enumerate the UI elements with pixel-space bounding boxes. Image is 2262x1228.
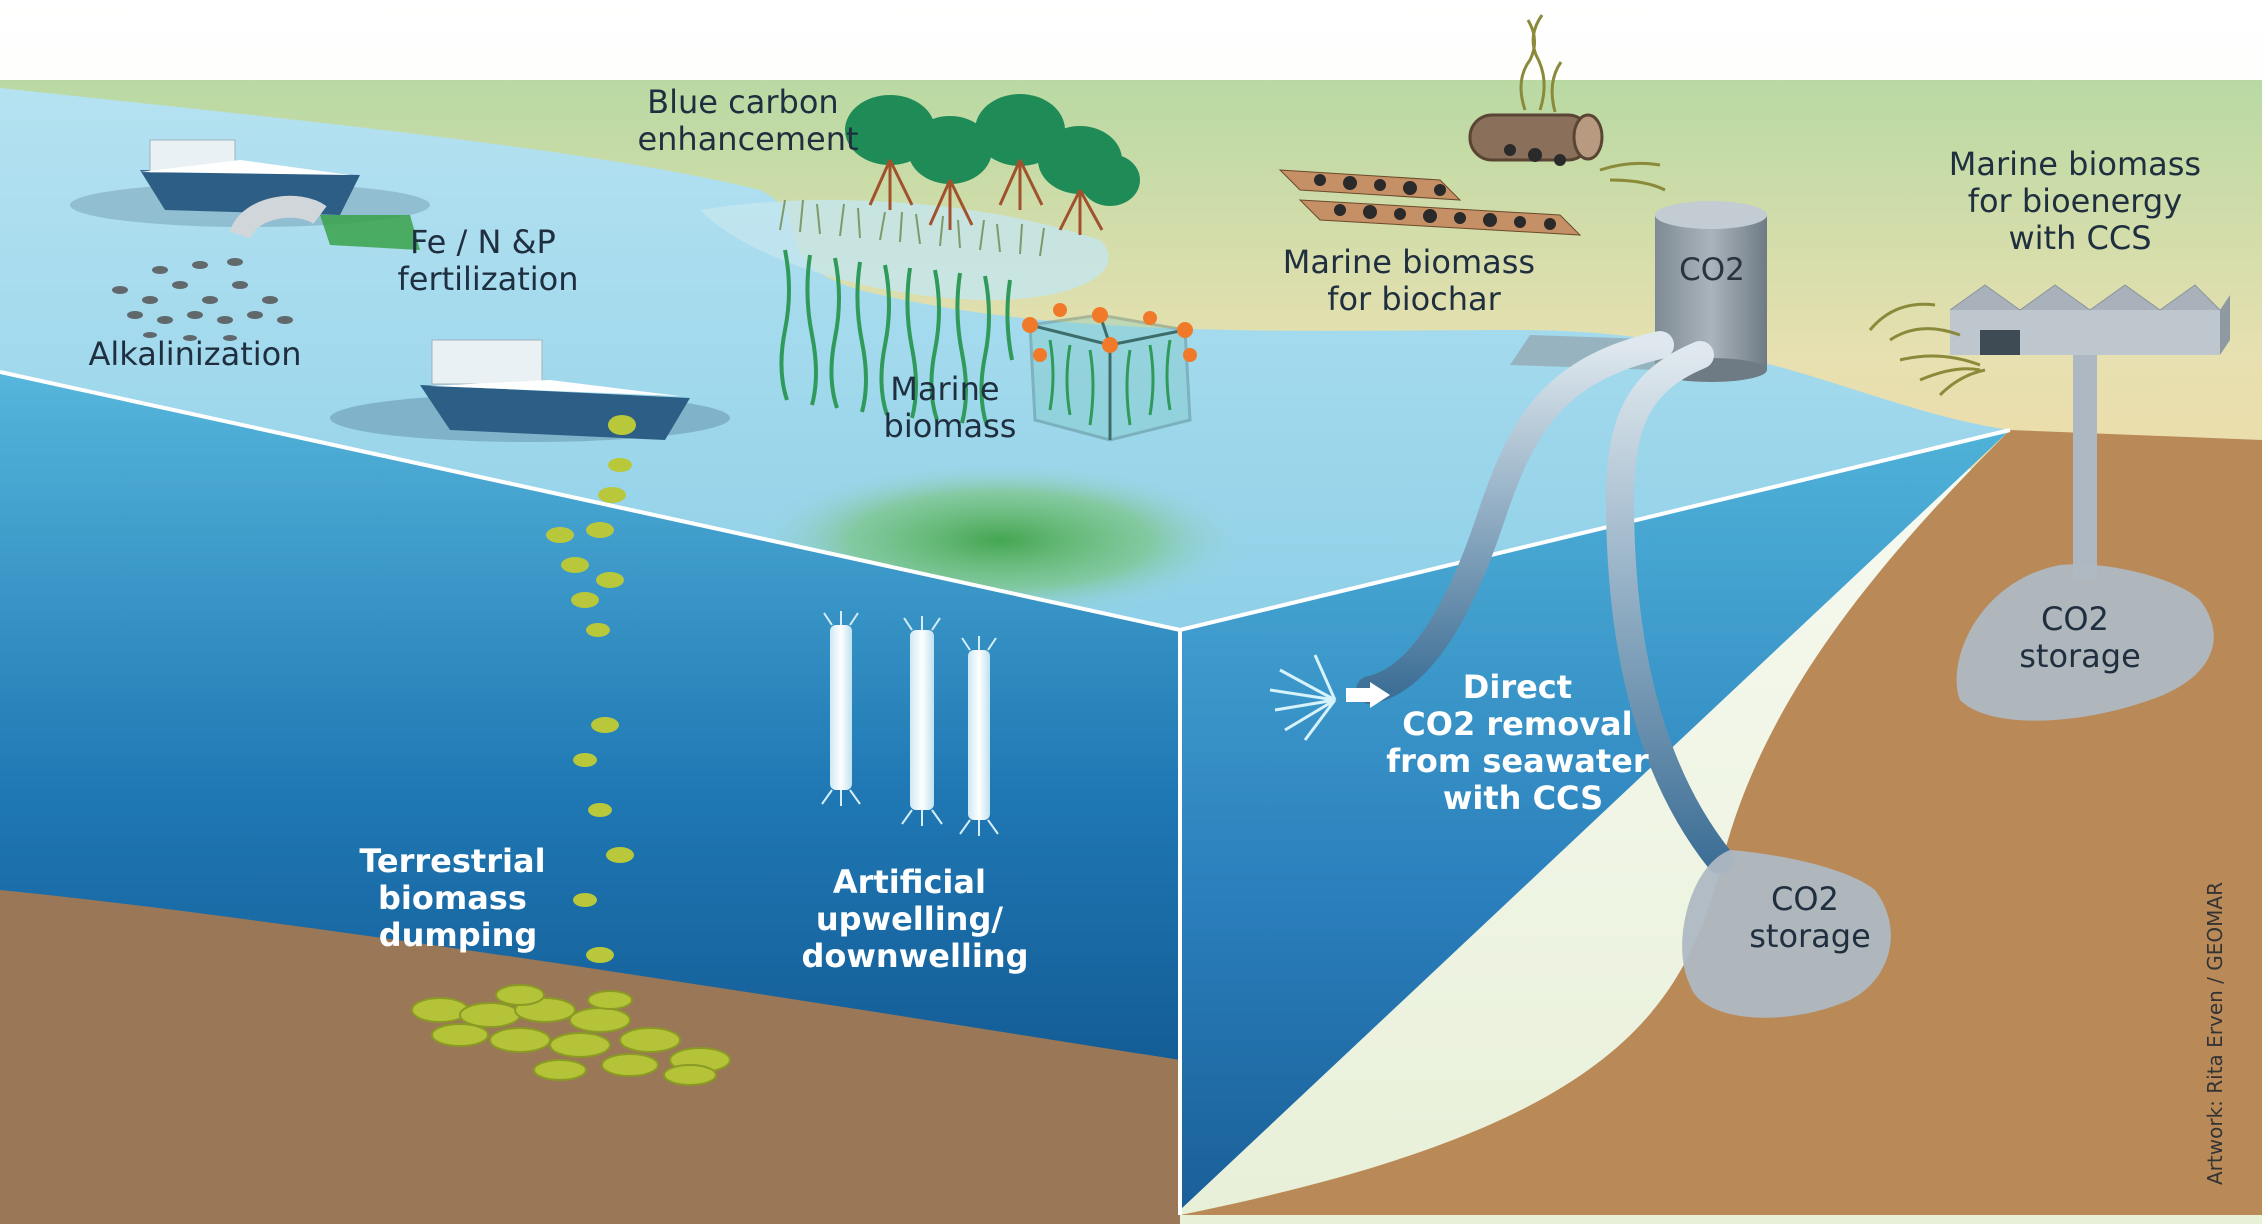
label-biochar-line-2: for biochar	[1327, 280, 1501, 318]
label-bioenergy-line-2: for bioenergy	[1968, 182, 2182, 220]
flow-arrow	[1346, 682, 1390, 708]
label-fertilization: Fe / N &P fertilization	[397, 223, 578, 298]
label-blue-carbon: Blue carbon enhancement	[637, 83, 858, 158]
co2-pipe-storage	[1605, 341, 1734, 874]
fertilizer-plume	[320, 215, 420, 250]
label-upwelling-line-3: downwelling	[801, 937, 1028, 975]
label-biochar: Marine biomass for biochar	[1283, 243, 1545, 318]
label-storage-mid-line-1: CO2	[1771, 880, 1839, 918]
intake-diffuser	[1269, 654, 1337, 741]
biochar-strips	[1278, 144, 1582, 236]
label-dumping-line-2: biomass	[378, 879, 527, 917]
label-blue-carbon-line-1: Blue carbon	[647, 83, 839, 121]
upwelling-pipe-2	[910, 630, 934, 810]
label-direct-removal-line-4: with CCS	[1443, 779, 1603, 817]
label-storage-right-line-1: CO2	[2041, 600, 2109, 638]
label-upwelling-line-1: Artificial	[833, 863, 986, 901]
label-bioenergy-line-3: with CCS	[2008, 219, 2151, 257]
label-dumping-line-1: Terrestrial	[359, 842, 545, 880]
label-alkalinization: Alkalinization	[88, 335, 301, 373]
dumping-ship	[330, 339, 730, 442]
label-marine-biomass: Marine biomass	[884, 370, 1017, 445]
discharge-pipe	[229, 195, 327, 240]
artwork-credit: Artwork: Rita Erven / GEOMAR	[2203, 882, 2227, 1185]
label-bioenergy-line-1: Marine biomass	[1949, 145, 2201, 183]
co2-storage-right-reservoir	[1956, 564, 2214, 721]
shallow-shelf	[700, 200, 1109, 300]
label-marine-biomass-line-2: biomass	[884, 407, 1017, 445]
co2-storage-mid-reservoir	[1682, 850, 1891, 1018]
label-direct-removal-line-2: CO2 removal	[1402, 705, 1632, 743]
seagrass-meadow	[779, 249, 1014, 427]
label-upwelling: Artificial upwelling/ downwelling	[801, 863, 1028, 975]
label-blue-carbon-line-2: enhancement	[637, 120, 858, 158]
label-bioenergy: Marine biomass for bioenergy with CCS	[1949, 145, 2211, 257]
salt-marsh-grass	[779, 199, 1045, 257]
co2-pipe-direct	[1356, 331, 1674, 704]
label-dumping-line-3: dumping	[379, 916, 538, 954]
upwelling-pipe-3	[968, 650, 990, 820]
mangrove-trees	[845, 94, 1140, 235]
label-storage-mid: CO2 storage	[1749, 880, 1871, 955]
label-marine-biomass-line-1: Marine	[890, 370, 999, 408]
seaweed-bundle	[1519, 14, 1666, 192]
label-fertilization-line-2: fertilization	[397, 260, 578, 298]
label-tank-co2: CO2	[1679, 252, 1745, 288]
label-direct-removal-line-1: Direct	[1463, 668, 1572, 706]
alkaline-particles	[112, 258, 293, 341]
biochar-kiln	[1468, 113, 1604, 162]
label-direct-removal: Direct CO2 removal from seawater with CC…	[1386, 668, 1660, 817]
label-storage-mid-line-2: storage	[1749, 917, 1871, 955]
label-biochar-line-1: Marine biomass	[1283, 243, 1535, 281]
label-storage-right-line-2: storage	[2019, 637, 2141, 675]
label-storage-right: CO2 storage	[2019, 600, 2141, 675]
sinking-biomass	[546, 458, 634, 963]
upwelling-pipe-1	[830, 625, 852, 790]
label-direct-removal-line-3: from seawater	[1386, 742, 1649, 780]
label-dumping: Terrestrial biomass dumping	[359, 842, 556, 954]
label-fertilization-line-1: Fe / N &P	[410, 223, 556, 261]
biomass-pile	[411, 984, 731, 1086]
water-column-right	[1180, 430, 2010, 1210]
label-upwelling-line-2: upwelling/	[816, 900, 1004, 938]
kelp-cage	[1022, 303, 1197, 442]
bioenergy-seaweed	[1868, 302, 1986, 397]
upwelling-pipes	[821, 611, 999, 836]
bioenergy-plant	[1949, 284, 2230, 355]
